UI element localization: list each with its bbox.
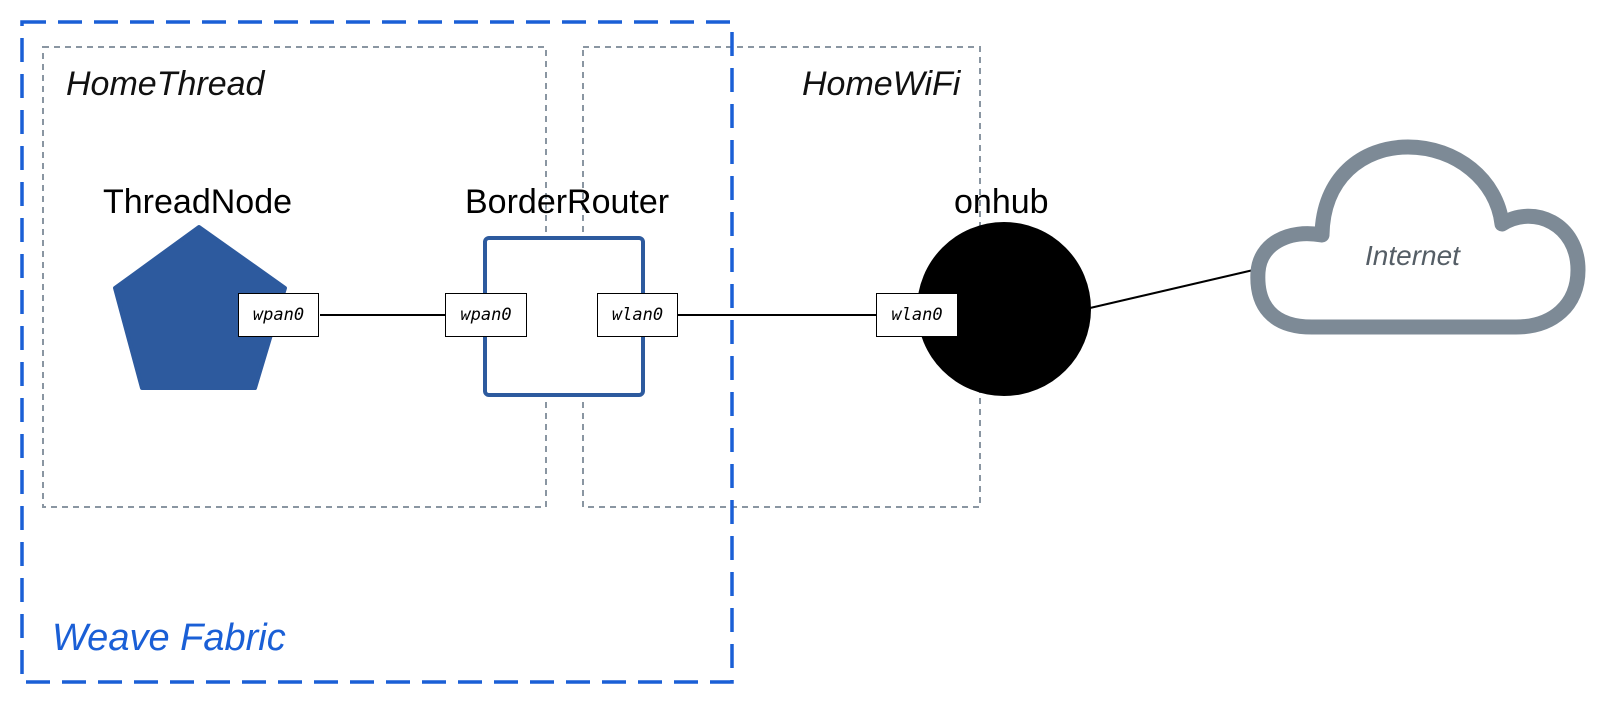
internet-label: Internet: [1365, 240, 1460, 271]
internet-cloud-shape: [1250, 139, 1586, 335]
threadnode-shape: [113, 225, 287, 390]
borderrouter-wpan0-interface: wpan0: [445, 293, 527, 337]
homewifi-label: HomeWiFi: [802, 65, 961, 103]
homethread-label: HomeThread: [66, 65, 265, 103]
homethread-network-box: [42, 46, 547, 508]
borderrouter-wlan0-interface: wlan0: [597, 293, 678, 337]
borderrouter-label: BorderRouter: [465, 183, 670, 221]
onhub-wlan0-interface: wlan0: [876, 293, 958, 337]
threadnode-wpan0-interface: wpan0: [238, 293, 319, 337]
onhub-label: onhub: [954, 183, 1049, 221]
onhub-shape: [917, 222, 1091, 396]
link-onhub-internet: [1089, 267, 1263, 309]
weave-fabric-label: Weave Fabric: [52, 617, 286, 659]
threadnode-label: ThreadNode: [103, 183, 293, 221]
